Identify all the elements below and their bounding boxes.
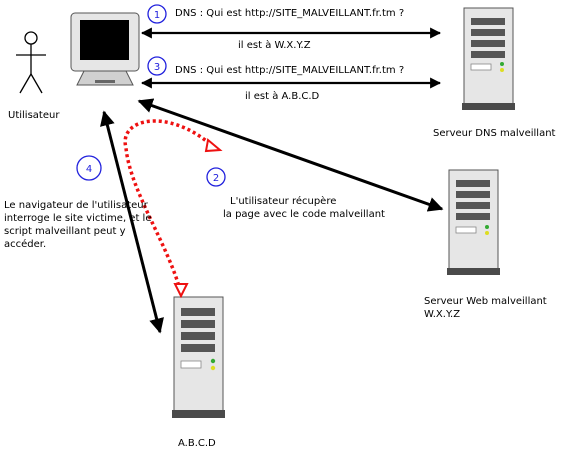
step-4-circle: 4 bbox=[76, 155, 102, 181]
step-1-reply: il est à W.X.Y.Z bbox=[238, 40, 311, 51]
victim-server-label: A.B.C.D bbox=[178, 438, 216, 449]
dns-server-label: Serveur DNS malveillant bbox=[433, 128, 556, 139]
svg-text:1: 1 bbox=[154, 10, 160, 21]
malicious-arrowhead-top-icon bbox=[204, 138, 223, 153]
step-3-question: DNS : Qui est http://SITE_MALVEILLANT.fr… bbox=[175, 65, 405, 76]
step-2-label-line2: la page avec le code malveillant bbox=[223, 209, 385, 220]
step-1-circle: 1 bbox=[147, 4, 167, 24]
step-1-question: DNS : Qui est http://SITE_MALVEILLANT.fr… bbox=[175, 8, 405, 19]
malicious-arrowhead-bottom-icon bbox=[173, 283, 189, 299]
svg-text:2: 2 bbox=[213, 173, 219, 184]
step-4-description: Le navigateur de l'utilisateur interroge… bbox=[4, 200, 152, 250]
victim-access-arrow bbox=[100, 110, 164, 334]
web-server-label: Serveur Web malveillant bbox=[424, 296, 547, 307]
svg-text:4: 4 bbox=[86, 164, 92, 175]
step-2-circle: 2 bbox=[206, 167, 226, 187]
web-server-arrow bbox=[137, 98, 444, 212]
step-3-reply: il est à A.B.C.D bbox=[245, 91, 320, 102]
web-server-icon bbox=[447, 169, 500, 275]
user-label: Utilisateur bbox=[8, 110, 60, 121]
step-2-label-line1: L'utilisateur récupère bbox=[230, 196, 337, 207]
web-server-ip-label: W.X.Y.Z bbox=[424, 309, 461, 320]
svg-text:3: 3 bbox=[154, 62, 160, 73]
computer-monitor-icon bbox=[70, 12, 140, 86]
user-stick-figure-icon bbox=[16, 31, 46, 94]
step-3-circle: 3 bbox=[147, 56, 167, 76]
dns-server-icon bbox=[462, 7, 515, 110]
victim-server-icon bbox=[172, 296, 225, 418]
